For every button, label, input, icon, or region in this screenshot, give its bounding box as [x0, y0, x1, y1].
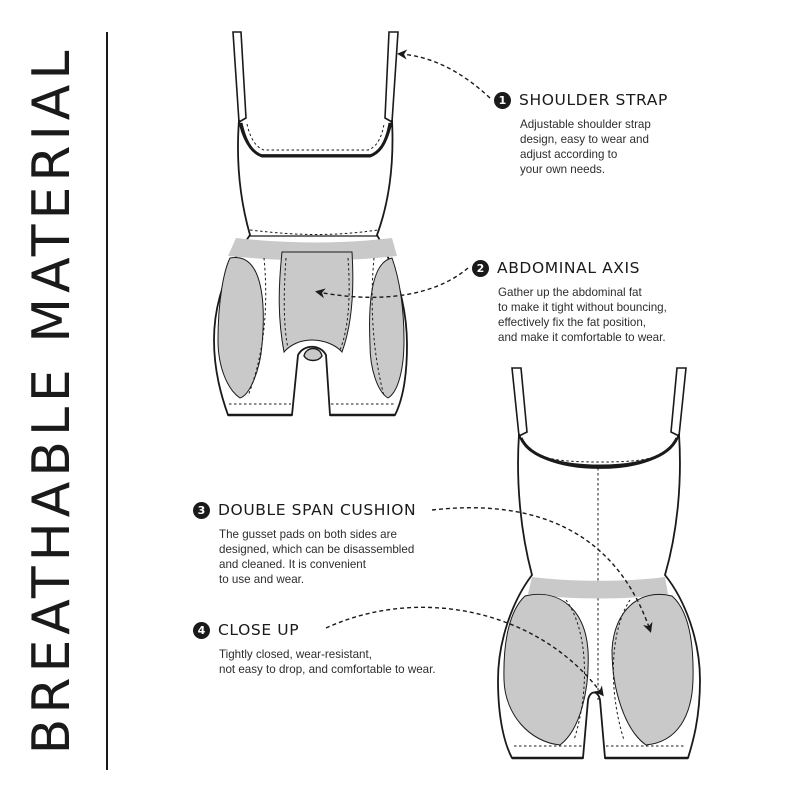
callout-description: Tightly closed, wear-resistant, not easy…: [219, 647, 436, 677]
arrow-shoulder-strap: [397, 49, 491, 99]
callout-shoulder-strap: 1 SHOULDER STRAP Adjustable shoulder str…: [494, 91, 668, 177]
callout-title: DOUBLE SPAN CUSHION: [218, 501, 417, 519]
callout-abdominal-axis: 2 ABDOMINAL AXIS Gather up the abdominal…: [472, 259, 667, 345]
callout-close-up: 4 CLOSE UP Tightly closed, wear-resistan…: [193, 621, 436, 677]
description-line: and make it comfortable to wear.: [498, 331, 666, 344]
callout-description: The gusset pads on both sides are design…: [219, 527, 416, 587]
description-line: to use and wear.: [219, 573, 305, 586]
description-line: to make it tight without bouncing,: [498, 301, 667, 314]
callout-arrows: [315, 49, 653, 697]
number-badge: 1: [494, 91, 511, 109]
description-line: Gather up the abdominal fat: [498, 286, 642, 299]
callout-title: ABDOMINAL AXIS: [497, 259, 641, 277]
arrow-abdominal-axis: [315, 267, 469, 299]
back-bodysuit: [497, 367, 701, 760]
callout-title: SHOULDER STRAP: [519, 91, 668, 109]
description-line: not easy to drop, and comfortable to wea…: [219, 663, 436, 676]
number-badge: 2: [472, 259, 489, 277]
callout-title: CLOSE UP: [218, 621, 300, 639]
description-line: designed, which can be disassembled: [219, 543, 415, 556]
callout-double-span-cushion: 3 DOUBLE SPAN CUSHION The gusset pads on…: [193, 501, 416, 587]
number-badge: 4: [193, 621, 210, 639]
description-line: your own needs.: [520, 163, 606, 176]
description-line: Tightly closed, wear-resistant,: [219, 648, 372, 661]
description-line: design, easy to wear and: [520, 133, 649, 146]
callout-description: Adjustable shoulder strap design, easy t…: [520, 117, 668, 177]
description-line: The gusset pads on both sides are: [219, 528, 397, 541]
number-badge: 3: [193, 501, 210, 519]
description-line: adjust according to: [520, 148, 618, 161]
front-bodysuit: [213, 31, 408, 417]
description-line: and cleaned. It is convenient: [219, 558, 366, 571]
description-line: Adjustable shoulder strap: [520, 118, 651, 131]
callout-description: Gather up the abdominal fat to make it t…: [498, 285, 667, 345]
description-line: effectively fix the fat position,: [498, 316, 647, 329]
